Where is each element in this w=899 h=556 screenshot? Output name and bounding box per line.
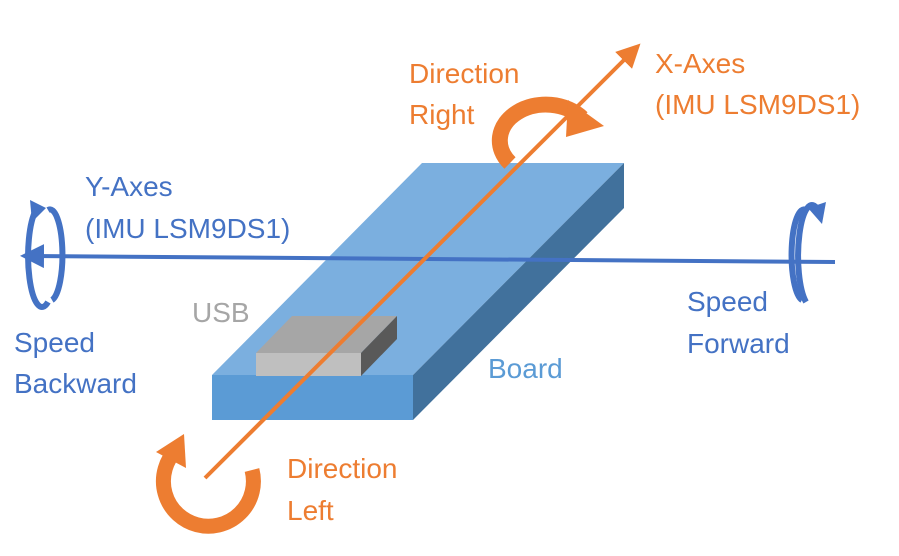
speed-forward-label-line2: Forward (687, 328, 790, 359)
board-front-face (212, 375, 413, 420)
rotate-backward-icon (25, 200, 66, 310)
x-axis-arrow-icon (203, 43, 641, 480)
direction-left-label-line1: Direction (287, 453, 397, 484)
direction-left-label-line2: Left (287, 495, 334, 526)
usb-connector (256, 316, 397, 376)
y-axis-label-line1: Y-Axes (85, 171, 173, 202)
rotate-forward-icon (788, 202, 826, 304)
usb-side-face (361, 316, 397, 376)
speed-backward-label-line2: Backward (14, 368, 137, 399)
rotate-counterclockwise-icon (155, 434, 261, 534)
y-axis-label-line2: (IMU LSM9DS1) (85, 213, 290, 244)
speed-forward-label-line1: Speed (687, 286, 768, 317)
usb-front-face (256, 353, 361, 376)
x-axis-label-line1: X-Axes (655, 48, 745, 79)
direction-right-label-line1: Direction (409, 58, 519, 89)
y-axis-arrow-icon (20, 244, 836, 269)
rotate-clockwise-icon (491, 96, 604, 169)
usb-top-face (256, 316, 397, 353)
speed-backward-label-line1: Speed (14, 327, 95, 358)
direction-right-label-line2: Right (409, 99, 475, 130)
board-side-face (413, 163, 624, 420)
usb-label: USB (192, 297, 250, 328)
board-label: Board (488, 353, 563, 384)
x-axis-label-line2: (IMU LSM9DS1) (655, 89, 860, 120)
